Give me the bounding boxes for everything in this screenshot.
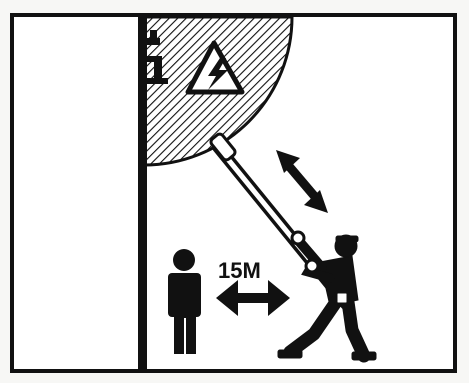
operator-with-pole-saw-icon: [278, 232, 376, 360]
double-arrow-diagonal-icon: [276, 150, 328, 213]
standing-person-icon: [168, 249, 201, 354]
double-arrow-horizontal-icon: [216, 280, 290, 316]
distance-label: 15M: [218, 258, 261, 284]
utility-pole: [138, 17, 147, 373]
